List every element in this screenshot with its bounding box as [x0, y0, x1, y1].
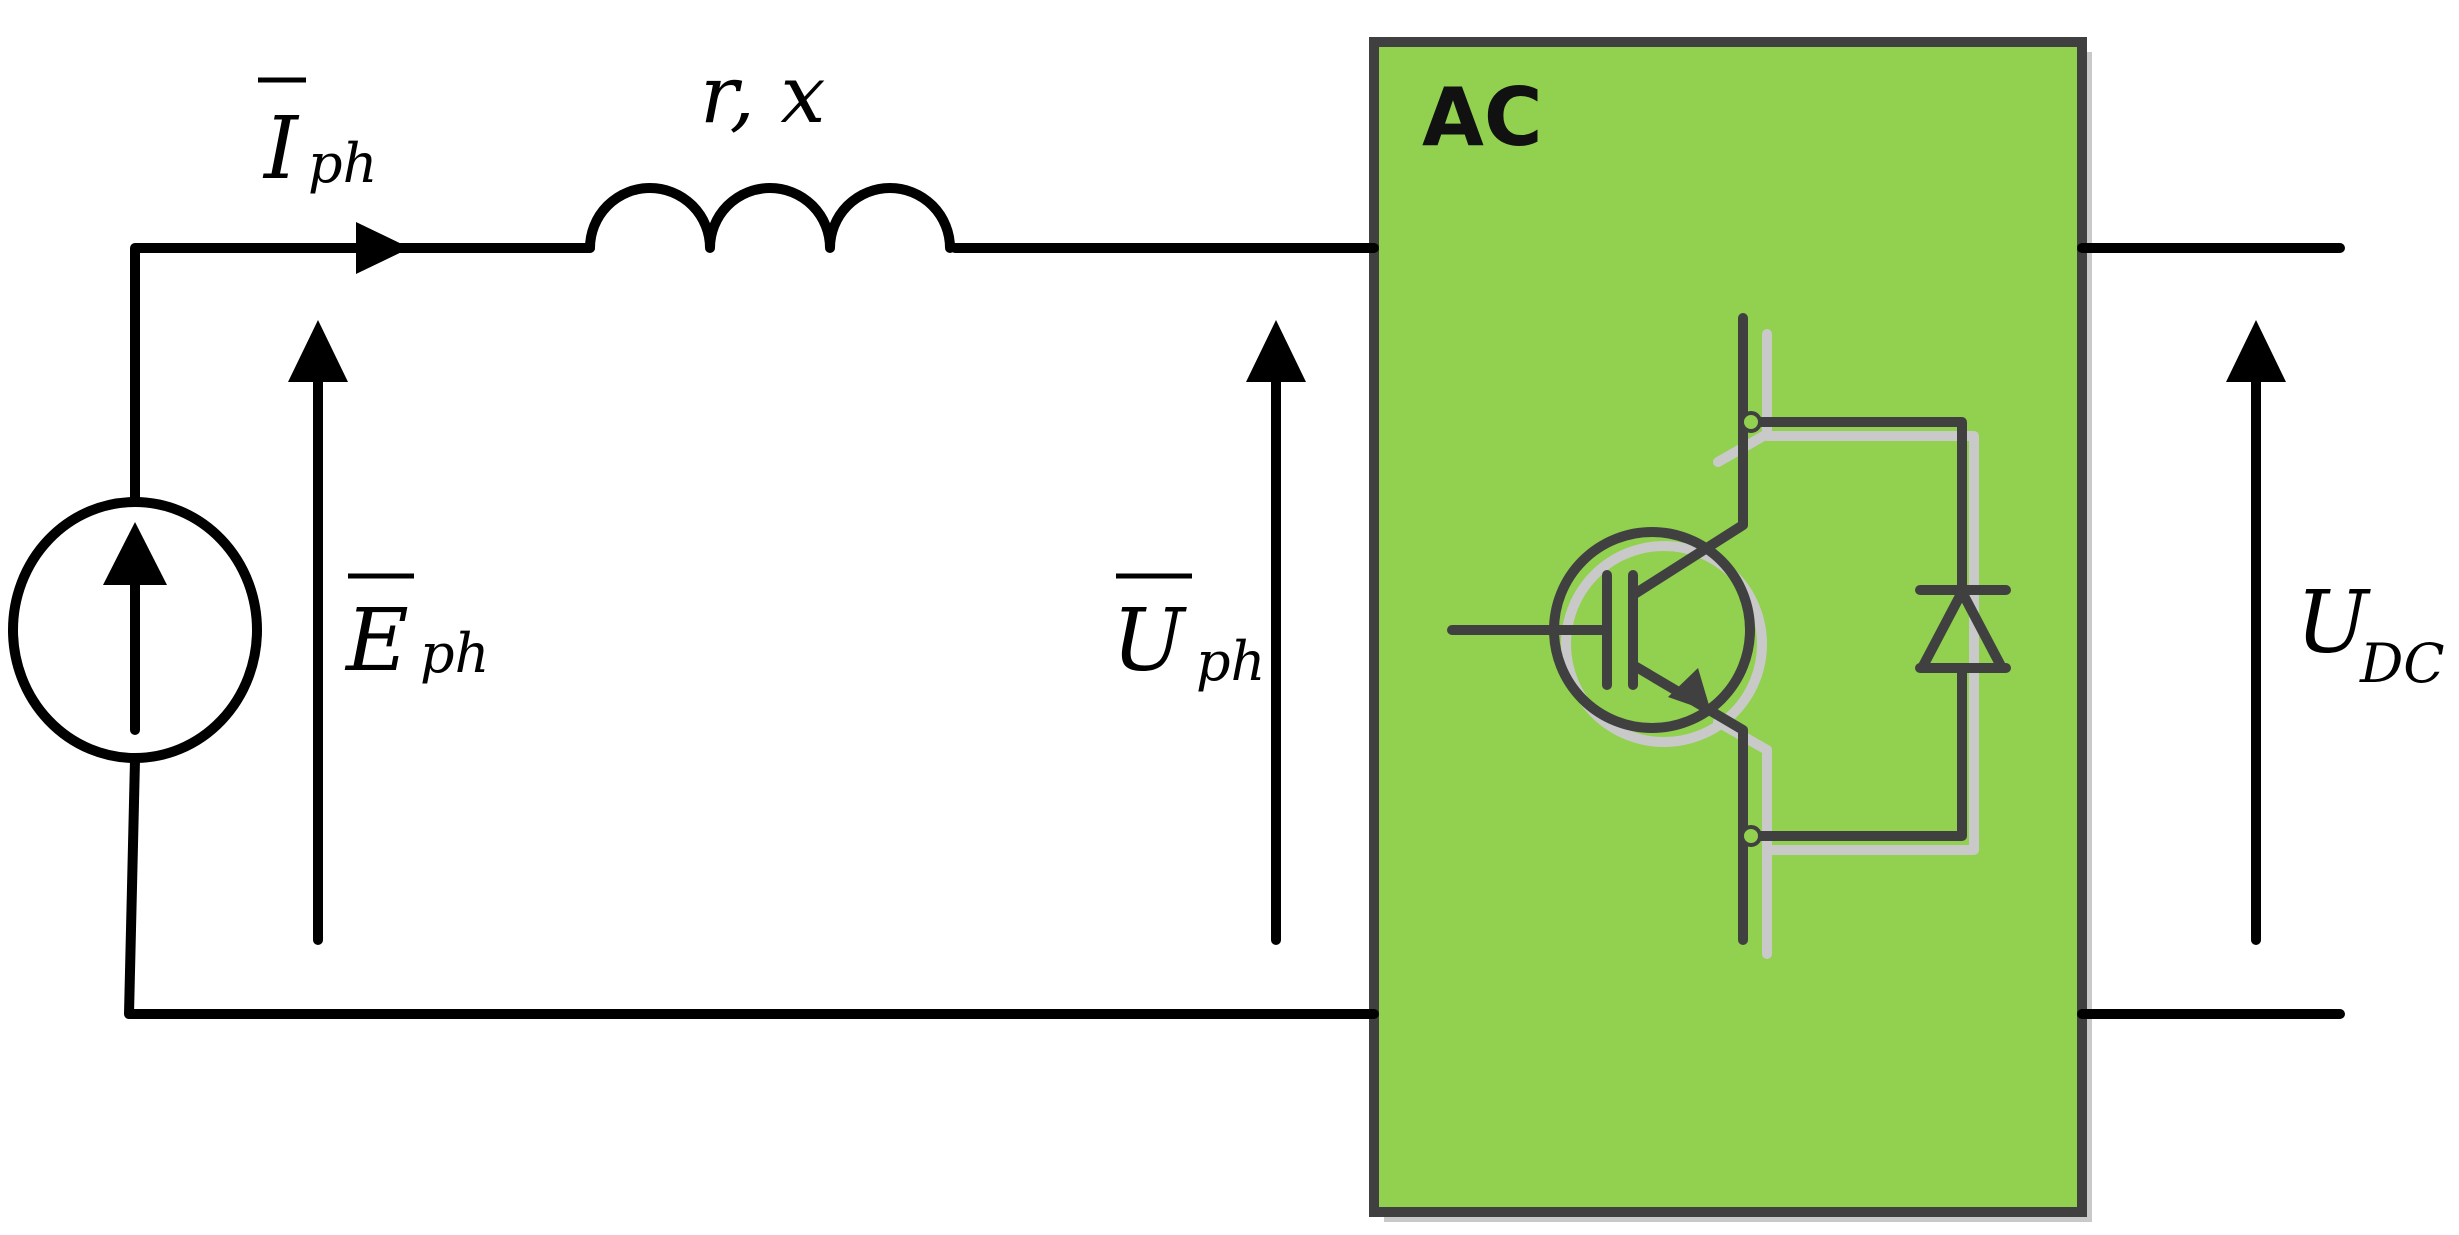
voltage-arrows — [288, 320, 2286, 945]
dc-voltage-symbol: U — [2296, 573, 2371, 673]
diode-icon — [1915, 585, 2011, 673]
label-converter-voltage: U ph — [1112, 573, 1265, 693]
source-voltage-symbol: E — [344, 591, 409, 691]
diode-top-wire — [1738, 417, 1967, 595]
label-dc-voltage: U DC — [2296, 573, 2445, 695]
top-left-wire — [130, 243, 595, 505]
diode-bottom-wire — [1738, 663, 1967, 841]
current-subscript: ph — [308, 132, 377, 195]
igbt-emitter-arrow — [1668, 668, 1711, 712]
label-source-voltage: E ph — [344, 573, 489, 691]
junction-bottom — [1740, 825, 1762, 847]
converter-voltage-symbol: U — [1112, 591, 1187, 691]
igbt-icon — [1447, 313, 1979, 959]
igbt-shadow — [1561, 329, 1979, 959]
current-symbol: I — [262, 99, 300, 199]
label-current: I ph — [258, 77, 377, 199]
current-arrow-icon — [356, 222, 410, 274]
bottom-wire — [124, 755, 1379, 1019]
converter-block-label: AC — [1422, 71, 1543, 164]
dc-voltage-subscript: DC — [2359, 632, 2445, 695]
igbt-emitter — [1628, 660, 1748, 945]
dc-voltage-arrow-head — [2226, 320, 2286, 382]
converter-voltage-subscript: ph — [1196, 630, 1265, 693]
converter-voltage-arrow-head — [1246, 320, 1306, 382]
igbt-collector — [1628, 313, 1748, 600]
current-source-icon — [8, 497, 262, 763]
source-arrow-head — [103, 522, 167, 585]
source-voltage-subscript: ph — [420, 622, 489, 685]
source-voltage-arrow-head — [288, 320, 348, 382]
inductor-coil-icon — [585, 183, 955, 253]
junction-top — [1740, 411, 1762, 433]
impedance-label: r, x — [700, 48, 825, 141]
circuit-wires — [124, 243, 2345, 1019]
